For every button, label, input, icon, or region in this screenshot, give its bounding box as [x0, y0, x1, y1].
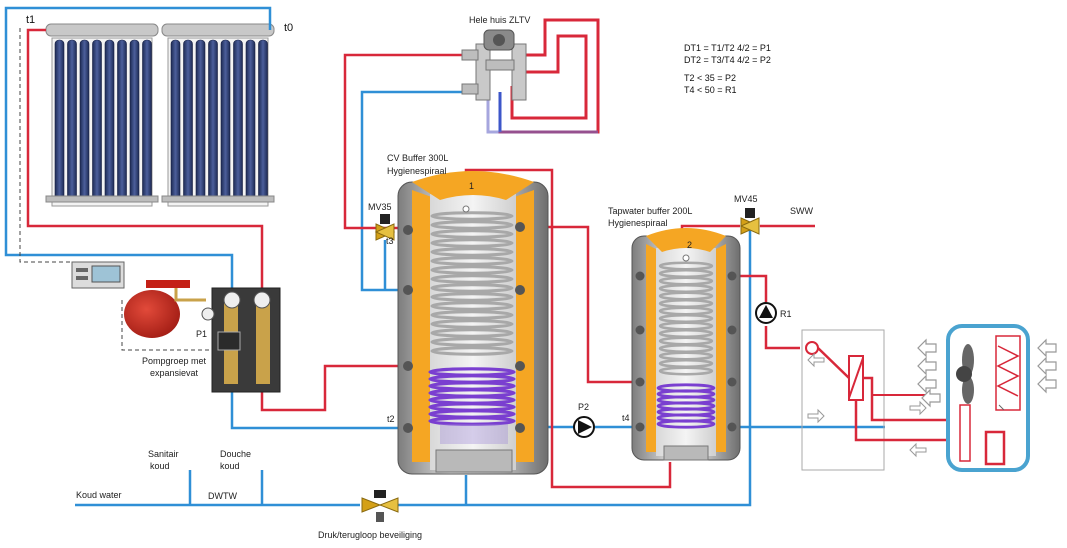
coil-turn	[430, 292, 514, 302]
vacuum-tube	[208, 39, 218, 201]
pump-r1	[755, 302, 777, 324]
coil-turn	[430, 346, 514, 356]
vacuum-tube	[79, 39, 90, 201]
heat-exchanger-box	[801, 329, 990, 471]
sensor-label-t2: t2	[387, 414, 395, 424]
p2-label: P2	[578, 402, 590, 412]
sanitair-label: Sanitair	[148, 449, 179, 459]
cv-spiral-label: Hygienespiraal	[387, 166, 447, 176]
equation-dt2: DT2 = T3/T4 4/2 = P2	[684, 55, 771, 65]
pump-group	[201, 287, 281, 393]
douche-koud-label: koud	[220, 461, 240, 471]
vacuum-tube	[233, 39, 243, 201]
cv-tank-bolts	[403, 222, 525, 433]
sensor-label-t0: t0	[284, 22, 294, 34]
tap-buffer-label: Tapwater buffer 200L	[608, 206, 693, 216]
vacuum-tube	[142, 39, 152, 201]
mv45-valve	[739, 208, 761, 235]
safety-valve	[361, 490, 399, 522]
sensor-wire-t1	[19, 28, 80, 263]
expansievat-label: expansievat	[150, 368, 199, 378]
coil-turn	[430, 229, 514, 239]
coil-turn	[430, 319, 514, 329]
cv-buffer-tank	[397, 171, 549, 475]
coil-turn	[430, 247, 514, 257]
vacuum-tube	[54, 39, 65, 201]
coil-turn	[656, 419, 716, 429]
pump-p2	[573, 416, 595, 438]
vacuum-tube	[67, 39, 77, 201]
zltv-label: Hele huis ZLTV	[469, 15, 531, 25]
heat-pump-unit	[946, 324, 1030, 472]
sensor-label-t4: t4	[622, 413, 630, 423]
zltv-loops	[486, 18, 600, 134]
douche-label: Douche	[220, 449, 252, 459]
mv45-label: MV45	[734, 194, 758, 204]
air-arrow-icon	[917, 338, 937, 358]
vacuum-tube	[258, 39, 268, 201]
equation-t2: T2 < 35 = P2	[684, 73, 737, 83]
tank1-number: 1	[469, 181, 475, 191]
p1-label: P1	[196, 329, 208, 339]
vacuum-tube	[220, 39, 231, 201]
zltv-manifold	[461, 29, 527, 101]
coil-turn	[430, 301, 514, 311]
vacuum-tube	[104, 39, 115, 201]
dwtw-label: DWTW	[208, 491, 237, 501]
air-arrow-icon	[921, 388, 941, 408]
air-arrow-icon	[917, 356, 937, 376]
air-arrow-icon	[1037, 356, 1057, 376]
tapwater-buffer-tank	[631, 228, 741, 461]
vacuum-tube	[245, 39, 256, 201]
sensor-wire-p1	[121, 300, 210, 351]
air-flow-arrows	[917, 338, 1057, 408]
coil-turn	[430, 283, 514, 293]
controller	[71, 261, 125, 289]
coil-turn	[430, 238, 514, 248]
vacuum-tube	[195, 39, 206, 201]
mv35-label: MV35	[368, 202, 392, 212]
vacuum-tube	[170, 39, 181, 201]
sensor-label-t1: t1	[26, 14, 36, 26]
coil-turn	[430, 310, 514, 320]
coil-turn	[428, 416, 516, 426]
solar-collector-right	[161, 23, 275, 207]
equation-dt1: DT1 = T1/T2 4/2 = P1	[684, 43, 771, 53]
sensor-label-t3: t3	[386, 236, 394, 246]
vacuum-tube	[92, 39, 102, 201]
tap-tank-bolts	[635, 271, 737, 432]
r1-label: R1	[780, 309, 792, 319]
coil-turn	[430, 265, 514, 275]
pompgroep-label: Pompgroep met	[142, 356, 207, 366]
coil-turn	[430, 256, 514, 266]
tank2-number: 2	[687, 240, 693, 250]
flow-direction-arrows	[807, 352, 927, 458]
vacuum-tube	[117, 39, 127, 201]
solar-collector-left	[45, 23, 159, 207]
air-arrow-icon	[1037, 338, 1057, 358]
coil-turn	[658, 366, 714, 376]
coil-turn	[430, 337, 514, 347]
sww-label: SWW	[790, 206, 813, 216]
air-arrow-icon	[917, 374, 937, 394]
coil-turn	[430, 220, 514, 230]
coil-turn	[430, 274, 514, 284]
coil-turn	[430, 328, 514, 338]
control-equations: DT1 = T1/T2 4/2 = P1 DT2 = T3/T4 4/2 = P…	[684, 42, 771, 96]
tap-spiral-label: Hygienespiraal	[608, 218, 668, 228]
cold-pipes	[4, 6, 885, 507]
equation-t4: T4 < 50 = R1	[684, 85, 737, 95]
mv35-valve	[374, 214, 396, 241]
expansion-vessel	[124, 280, 206, 338]
vacuum-tube	[183, 39, 193, 201]
air-arrow-icon	[1037, 374, 1057, 394]
koud-water-label: Koud water	[76, 490, 122, 500]
sanitair-koud-label: koud	[150, 461, 170, 471]
cv-buffer-label: CV Buffer 300L	[387, 153, 449, 163]
vacuum-tube	[129, 39, 140, 201]
coil-turn	[430, 211, 514, 221]
druk-label: Druk/terugloop beveiliging	[318, 530, 423, 540]
